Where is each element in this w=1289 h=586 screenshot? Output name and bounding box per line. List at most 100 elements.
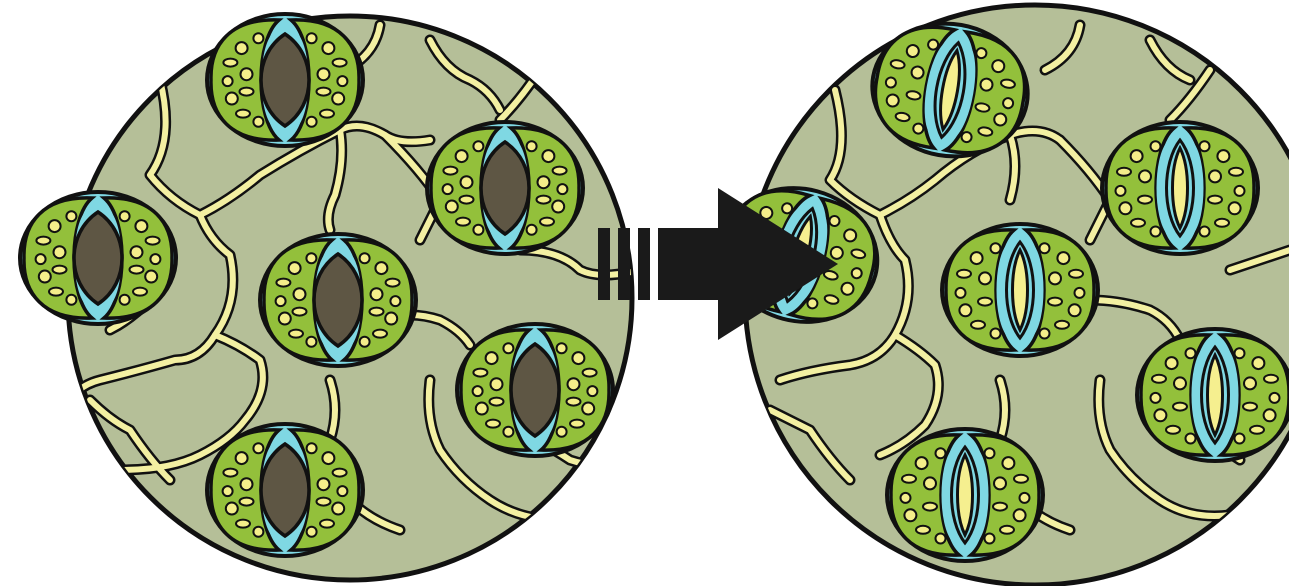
chloroplast bbox=[568, 378, 580, 390]
chloroplast bbox=[332, 503, 344, 515]
chloroplast bbox=[289, 330, 303, 338]
chloroplast bbox=[1235, 434, 1245, 444]
chloroplast bbox=[1166, 426, 1180, 434]
chloroplast bbox=[131, 246, 143, 258]
chloroplast bbox=[317, 88, 331, 96]
chloroplast bbox=[911, 66, 925, 80]
chloroplast bbox=[1002, 457, 1014, 469]
chloroplast bbox=[1000, 526, 1014, 534]
chloroplast bbox=[1200, 227, 1210, 237]
chloroplast bbox=[886, 94, 900, 108]
chloroplast bbox=[527, 225, 537, 235]
chloroplast bbox=[53, 266, 67, 274]
chloroplast bbox=[1139, 170, 1151, 182]
chloroplast bbox=[1131, 150, 1143, 162]
chloroplast bbox=[320, 110, 334, 118]
chloroplast bbox=[1244, 377, 1256, 389]
open-pore bbox=[1013, 250, 1028, 330]
arrow-bar-3 bbox=[638, 228, 650, 300]
chloroplast bbox=[1040, 329, 1050, 339]
panel-closed-stomata bbox=[20, 14, 640, 580]
chloroplast bbox=[1154, 409, 1166, 421]
chloroplast bbox=[1116, 186, 1126, 196]
chloroplast bbox=[135, 220, 147, 232]
chloroplast bbox=[307, 443, 317, 453]
chloroplast bbox=[557, 343, 567, 353]
chloroplast bbox=[486, 420, 500, 428]
chloroplast bbox=[885, 77, 897, 89]
closed-stoma-3 bbox=[427, 122, 583, 254]
chloroplast bbox=[1075, 288, 1085, 298]
chloroplast bbox=[223, 59, 237, 67]
chloroplast bbox=[150, 254, 160, 264]
chloroplast bbox=[486, 352, 498, 364]
chloroplast bbox=[145, 271, 157, 283]
chloroplast bbox=[337, 76, 347, 86]
chloroplast bbox=[276, 296, 286, 306]
panel-open-stomata bbox=[708, 5, 1289, 585]
chloroplast bbox=[976, 47, 988, 59]
chloroplast bbox=[226, 503, 238, 515]
chloroplast bbox=[146, 237, 160, 245]
chloroplast bbox=[971, 252, 983, 264]
chloroplast bbox=[902, 475, 916, 483]
chloroplast bbox=[133, 288, 147, 296]
chloroplast bbox=[1264, 409, 1276, 421]
chloroplast bbox=[1243, 403, 1257, 411]
chloroplast bbox=[236, 42, 248, 54]
chloroplast bbox=[289, 262, 301, 274]
chloroplast bbox=[904, 509, 916, 521]
chloroplast bbox=[370, 308, 384, 316]
chloroplast bbox=[476, 403, 488, 415]
chloroplast bbox=[1217, 150, 1229, 162]
chloroplast bbox=[1235, 186, 1245, 196]
chloroplast bbox=[322, 452, 334, 464]
chloroplast bbox=[293, 308, 307, 316]
chloroplast bbox=[337, 486, 347, 496]
chloroplast bbox=[223, 76, 233, 86]
chloroplast bbox=[1166, 357, 1178, 369]
chloroplast bbox=[913, 123, 925, 135]
chloroplast bbox=[253, 33, 263, 43]
chloroplast bbox=[582, 403, 594, 415]
chloroplast bbox=[276, 279, 290, 287]
chloroplast bbox=[1208, 196, 1222, 204]
chloroplast bbox=[1215, 219, 1229, 227]
chloroplast bbox=[236, 520, 250, 528]
chloroplast bbox=[307, 527, 317, 537]
chloroplast bbox=[1229, 168, 1243, 176]
chloroplast bbox=[1264, 375, 1278, 383]
chloroplast bbox=[461, 176, 473, 188]
chloroplast bbox=[473, 141, 483, 151]
chloroplast bbox=[54, 246, 66, 258]
chloroplast bbox=[1200, 141, 1210, 151]
chloroplast bbox=[901, 493, 911, 503]
chloroplast bbox=[553, 167, 567, 175]
chloroplast bbox=[1151, 227, 1161, 237]
arrow-bar-1 bbox=[598, 228, 610, 300]
chloroplast bbox=[36, 254, 46, 264]
chloroplast bbox=[473, 225, 483, 235]
chloroplast bbox=[49, 288, 63, 296]
chloroplast bbox=[279, 313, 291, 325]
arrow-shaft bbox=[658, 228, 722, 300]
closed-stoma-6 bbox=[207, 424, 363, 556]
open-pore bbox=[958, 455, 973, 535]
chloroplast bbox=[491, 378, 503, 390]
chloroplast bbox=[1209, 170, 1221, 182]
chloroplast bbox=[66, 211, 76, 221]
chloroplast bbox=[936, 534, 946, 544]
chloroplast bbox=[994, 477, 1006, 489]
chloroplast bbox=[473, 386, 483, 396]
chloroplast bbox=[542, 150, 554, 162]
closed-stoma-1 bbox=[207, 14, 363, 146]
chloroplast bbox=[1250, 426, 1264, 434]
chloroplast bbox=[318, 478, 330, 490]
chloroplast bbox=[1020, 493, 1030, 503]
closed-stoma-2 bbox=[20, 192, 176, 324]
chloroplast bbox=[446, 201, 458, 213]
chloroplast bbox=[226, 93, 238, 105]
arrow-bar-2 bbox=[618, 228, 630, 300]
chloroplast bbox=[1002, 97, 1014, 109]
